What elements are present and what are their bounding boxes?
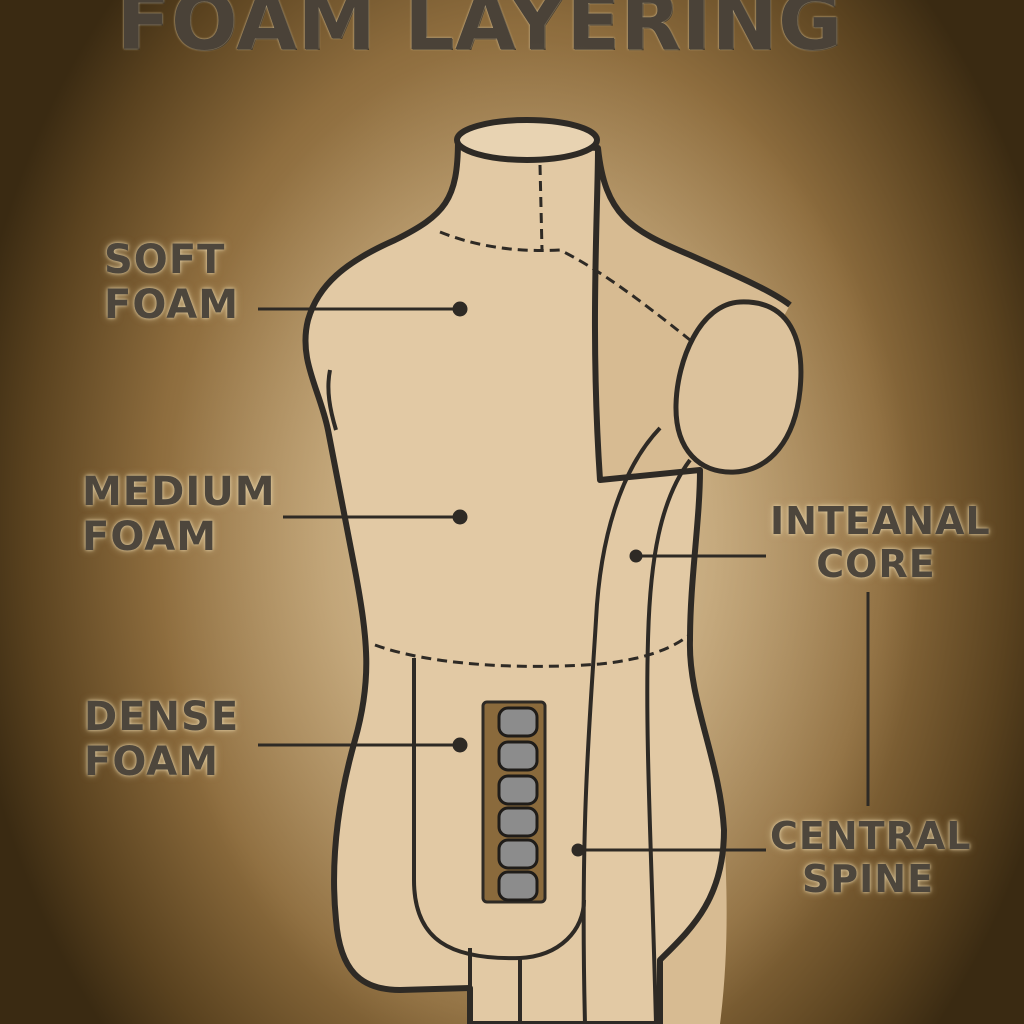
label-internal-core: INTEANAL CORE <box>770 499 991 586</box>
label-central-spine: CENTRAL SPINE <box>770 814 972 901</box>
label-dense-foam: DENSE FOAM <box>84 694 240 785</box>
lower-panel <box>412 658 586 961</box>
label-soft-foam: SOFT FOAM <box>104 237 240 328</box>
arm-cap <box>673 299 804 475</box>
torso-outline <box>302 137 727 1024</box>
label-medium-foam: MEDIUM FOAM <box>82 469 276 560</box>
spine-segments <box>497 706 539 902</box>
neck-top <box>454 117 600 163</box>
